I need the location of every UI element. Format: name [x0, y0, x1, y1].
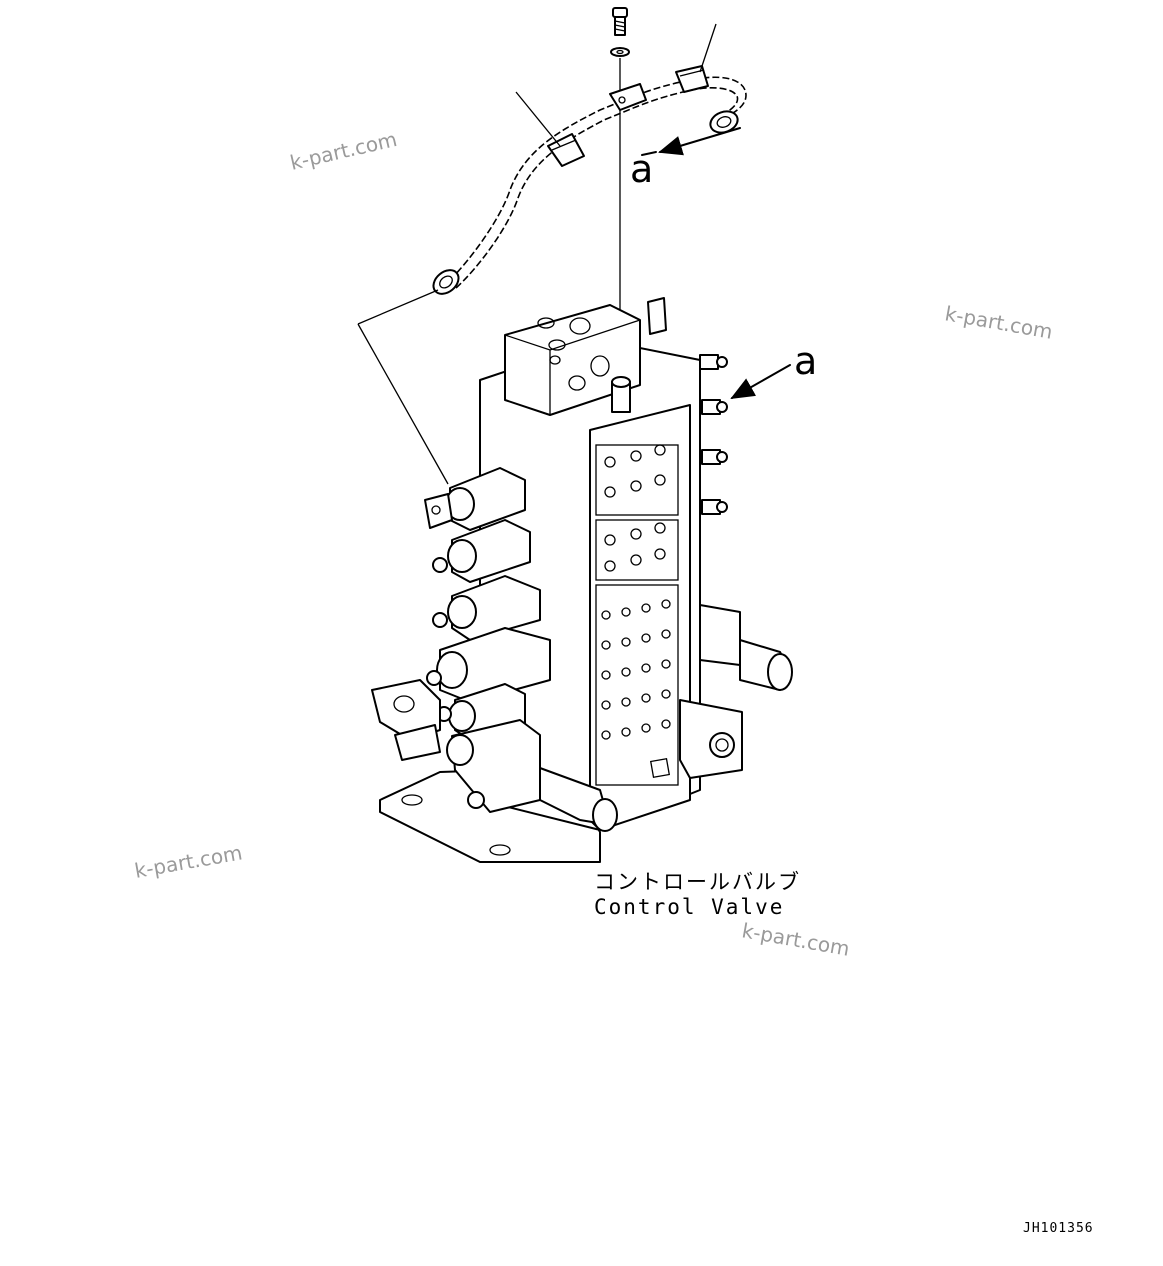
- left-flange: [371, 679, 441, 761]
- callout-letter-top: a: [630, 147, 653, 191]
- watermark: k-part.com: [288, 127, 399, 175]
- watermark: k-part.com: [740, 918, 851, 961]
- hose-fitting-right: [709, 110, 739, 134]
- right-side-fittings: [699, 354, 728, 515]
- figure-code: JH101356: [1023, 1221, 1094, 1236]
- control-valve: [371, 297, 793, 863]
- caption-english: Control Valve: [594, 895, 784, 919]
- lower-right-block: [679, 699, 743, 779]
- right-relief-cartridge: [699, 604, 793, 691]
- callout-a-right: a: [730, 339, 817, 399]
- callout-letter-right: a: [794, 339, 817, 383]
- watermark: k-part.com: [133, 840, 244, 883]
- hose-clamp-right: [675, 65, 709, 93]
- face-holes: [595, 444, 679, 786]
- watermark: k-part.com: [943, 301, 1054, 344]
- left-spool-caps: [424, 467, 551, 741]
- hose-connection-leaders: [357, 289, 449, 485]
- washer: [610, 47, 630, 57]
- caption-japanese: コントロールバルブ: [594, 870, 801, 894]
- hose-bracket: [609, 83, 647, 111]
- lower-left-cartridge: [446, 719, 541, 813]
- mounting-bolt: [612, 7, 628, 36]
- pilot-hose: [432, 23, 747, 295]
- callout-a-top: a: [630, 127, 741, 191]
